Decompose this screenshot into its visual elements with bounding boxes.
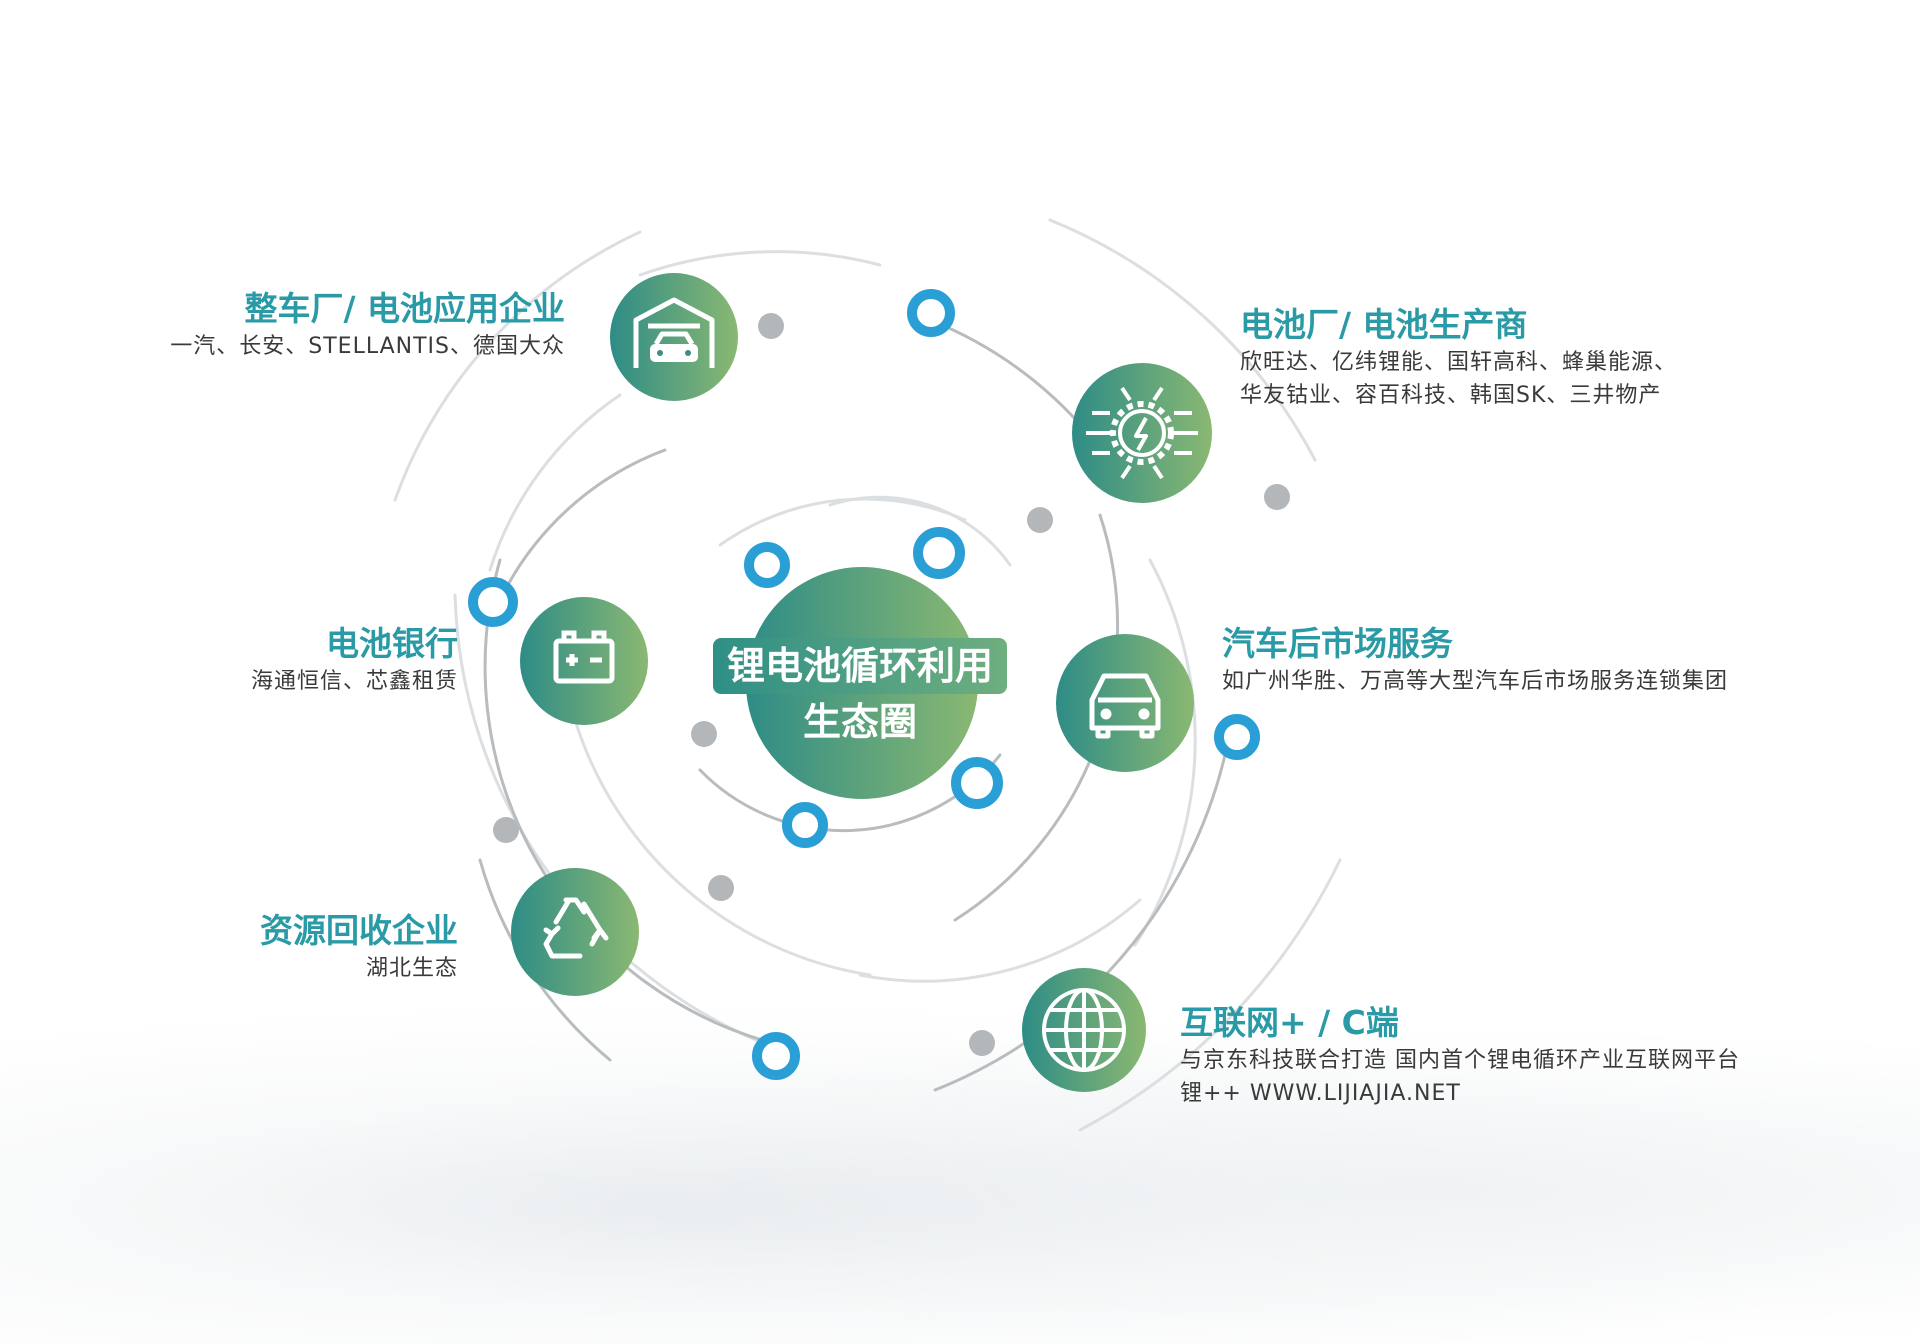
recycling-title: 资源回收企业 bbox=[260, 911, 458, 950]
internet-title: 互联网+ / C端 bbox=[1180, 1003, 1399, 1042]
orbit-arc bbox=[573, 718, 872, 977]
battery-maker-sub-2: 华友钴业、容百科技、韩国SK、三井物产 bbox=[1240, 383, 1662, 408]
aftermarket-sub: 如广州华胜、万高等大型汽车后市场服务连锁集团 bbox=[1222, 669, 1729, 694]
garage-car-icon bbox=[633, 297, 715, 368]
blue-ring bbox=[468, 577, 518, 627]
orbit-arc bbox=[638, 250, 882, 277]
node-battery-maker bbox=[1072, 363, 1212, 503]
gray-dot bbox=[969, 1030, 995, 1056]
label-battery-maker: 电池厂/ 电池生产商 欣旺达、亿纬锂能、国轩高科、蜂巢能源、 华友钴业、容百科技… bbox=[1240, 304, 1677, 412]
blue-ring bbox=[752, 1032, 800, 1080]
orbit-arc bbox=[483, 558, 782, 1047]
battery-maker-sub-1: 欣旺达、亿纬锂能、国轩高科、蜂巢能源、 bbox=[1240, 350, 1678, 375]
gray-dot bbox=[1027, 507, 1053, 533]
internet-sub-1: 与京东科技联合打造 国内首个锂电循环产业互联网平台 bbox=[1180, 1048, 1740, 1073]
center-title-line2: 生态圈 bbox=[802, 700, 917, 744]
label-recycling: 资源回收企业 湖北生态 bbox=[260, 910, 458, 985]
internet-sub-2: 锂++ WWW.LIJIAJIA.NET bbox=[1180, 1081, 1461, 1106]
orbit-arc bbox=[718, 497, 967, 547]
orbit-arc bbox=[858, 898, 1142, 983]
center-title: 锂电池循环利用 生态圈 bbox=[690, 638, 1030, 750]
blue-ring bbox=[951, 757, 1003, 809]
battery-bank-title: 电池银行 bbox=[326, 624, 458, 663]
gray-dots bbox=[493, 313, 1290, 1056]
orbit-arc bbox=[1133, 558, 1197, 947]
blue-ring bbox=[1214, 714, 1260, 760]
recycling-sub: 湖北生态 bbox=[365, 956, 458, 981]
background-fog bbox=[0, 1000, 1920, 1344]
gray-dot bbox=[1264, 484, 1290, 510]
battery-icon bbox=[553, 630, 615, 684]
blue-ring bbox=[913, 527, 965, 579]
gear-lightning-icon bbox=[1086, 386, 1198, 480]
gray-dot bbox=[691, 721, 717, 747]
car-icon bbox=[1089, 673, 1161, 739]
gray-dot bbox=[493, 817, 519, 843]
globe-icon bbox=[1042, 988, 1126, 1072]
orbit-arc bbox=[488, 393, 622, 572]
orbit-arc bbox=[393, 230, 642, 502]
label-internet: 互联网+ / C端 与京东科技联合打造 国内首个锂电循环产业互联网平台 锂++ … bbox=[1180, 1002, 1740, 1110]
battery-bank-sub: 海通恒信、芯鑫租赁 bbox=[250, 669, 458, 694]
gray-dot bbox=[758, 313, 784, 339]
orbit-arc bbox=[498, 448, 667, 602]
blue-ring bbox=[744, 542, 790, 588]
node-aftermarket bbox=[1056, 634, 1194, 772]
orbit-arc bbox=[1078, 858, 1342, 1132]
orbit-arc bbox=[1048, 218, 1317, 462]
orbit-arc bbox=[933, 753, 1227, 1092]
blue-ring bbox=[907, 289, 955, 337]
node-recycling bbox=[511, 868, 639, 996]
node-garage bbox=[610, 273, 738, 401]
label-battery-bank: 电池银行 海通恒信、芯鑫租赁 bbox=[251, 623, 458, 698]
recycle-icon bbox=[543, 897, 609, 959]
label-oem: 整车厂/ 电池应用企业 一汽、长安、STELLANTIS、德国大众 bbox=[170, 288, 565, 363]
label-aftermarket: 汽车后市场服务 如广州华胜、万高等大型汽车后市场服务连锁集团 bbox=[1222, 623, 1728, 698]
oem-sub: 一汽、长安、STELLANTIS、德国大众 bbox=[170, 334, 565, 359]
oem-title: 整车厂/ 电池应用企业 bbox=[244, 289, 565, 328]
battery-maker-title: 电池厂/ 电池生产商 bbox=[1240, 305, 1528, 344]
node-internet bbox=[1022, 968, 1146, 1092]
center-title-line1: 锂电池循环利用 bbox=[712, 638, 1007, 694]
aftermarket-title: 汽车后市场服务 bbox=[1222, 624, 1453, 663]
node-battery-bank bbox=[520, 597, 648, 725]
blue-ring bbox=[782, 802, 828, 848]
blue-rings bbox=[468, 289, 1260, 1080]
gray-dot bbox=[708, 875, 734, 901]
